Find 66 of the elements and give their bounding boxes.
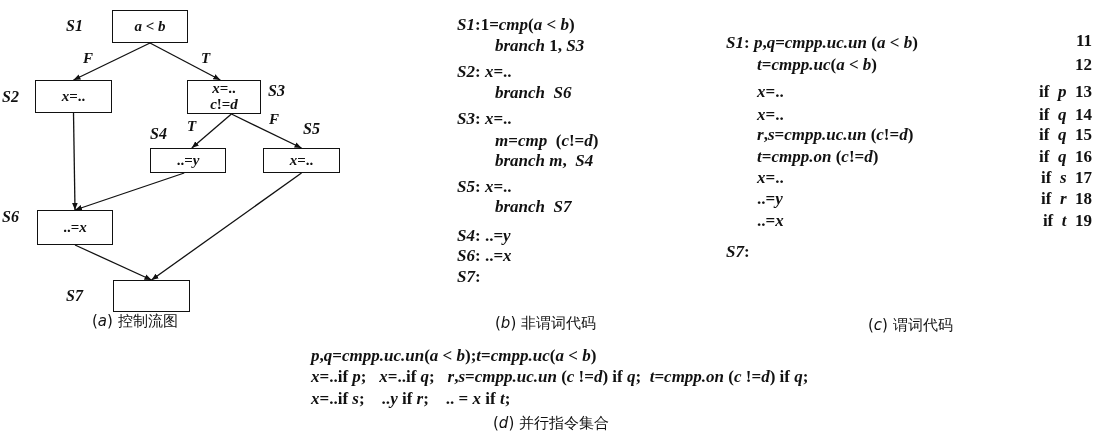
statement-text: ..=y <box>176 152 200 169</box>
code-line: branch 1, S3 <box>495 37 585 56</box>
block-label: S6 <box>2 208 19 226</box>
arrow <box>191 113 233 149</box>
block-label: S2 <box>2 88 19 106</box>
arrow <box>74 244 153 281</box>
statement-text: x=.. <box>61 88 86 105</box>
statement-text: ..=x <box>63 219 87 236</box>
code-line: S7: <box>457 268 481 287</box>
code-line: x=.. <box>757 83 784 102</box>
code-line: x=.. <box>757 169 784 188</box>
statement-box <box>150 148 226 173</box>
code-line: branch m, S4 <box>495 152 594 171</box>
statement-box <box>112 10 188 43</box>
statement-box <box>187 80 261 114</box>
block-label: S1 <box>66 17 83 35</box>
code-line: x=..if s; ..y if r; .. = x if t; <box>311 390 511 409</box>
arrow <box>72 112 78 211</box>
code-line: S4: ..=y <box>457 227 511 246</box>
statement-text: x=.. <box>289 152 314 169</box>
code-line: S1: p,q=cmpp.uc.un (a < b) <box>726 34 918 53</box>
code-line: x=..if p; x=..if q; r,s=cmpp.uc.un (c !=d) if q; t=cmpp.on (c !=d) if q; <box>311 368 809 387</box>
block-label: S4 <box>150 125 167 143</box>
code-line: x=.. <box>757 106 784 125</box>
code-line: ..=x <box>757 212 784 231</box>
block-label: S3 <box>268 82 285 100</box>
code-line: S1:1=cmp(a < b) <box>457 16 575 35</box>
code-line: S6: ..=x <box>457 247 512 266</box>
empty-box <box>113 280 190 312</box>
statement-text: x=.. <box>212 81 236 97</box>
predicate-annotation: if q 14 <box>1039 106 1092 125</box>
code-line: branch S7 <box>495 198 572 217</box>
arrow <box>150 172 303 281</box>
predicate-annotation: 12 <box>1075 56 1092 75</box>
code-line: t=cmpp.uc(a < b) <box>757 56 877 75</box>
code-line: r,s=cmpp.uc.un (c!=d) <box>757 126 914 145</box>
statement-box <box>37 210 113 245</box>
code-line: branch S6 <box>495 84 572 103</box>
arrow <box>149 42 221 81</box>
predicate-annotation: if p 13 <box>1039 83 1092 102</box>
figure-caption: (b) 非谓词代码 <box>495 315 596 332</box>
predicate-annotation: if q 15 <box>1039 126 1092 145</box>
code-line: S7: <box>726 243 750 262</box>
predicate-annotation: if q 16 <box>1039 148 1092 167</box>
statement-box <box>263 148 340 173</box>
block-label: S7 <box>66 287 83 305</box>
predicate-annotation: if t 19 <box>1042 212 1092 231</box>
code-line: S5: x=.. <box>457 178 512 197</box>
figure-caption: (c) 谓词代码 <box>868 317 953 334</box>
code-line: m=cmp (c!=d) <box>495 132 599 151</box>
block-label: S5 <box>303 120 320 138</box>
arrow <box>230 113 303 149</box>
predicate-annotation: if s 17 <box>1041 169 1092 188</box>
arrow <box>72 42 151 81</box>
code-line: p,q=cmpp.uc.un(a < b);t=cmpp.uc(a < b) <box>311 347 597 366</box>
predicate-annotation: if r 18 <box>1041 190 1092 209</box>
code-line: t=cmpp.on (c!=d) <box>757 148 879 167</box>
code-line: S3: x=.. <box>457 110 512 129</box>
figure-caption: (d) 并行指令集合 <box>493 415 609 432</box>
statement-box <box>35 80 112 113</box>
statement-text: c!=d <box>210 97 238 113</box>
code-line: ..=y <box>757 190 783 209</box>
code-line: S2: x=.. <box>457 63 512 82</box>
predicate-annotation: 11 <box>1075 32 1092 51</box>
arrow <box>74 172 185 211</box>
statement-text: a < b <box>134 18 166 35</box>
